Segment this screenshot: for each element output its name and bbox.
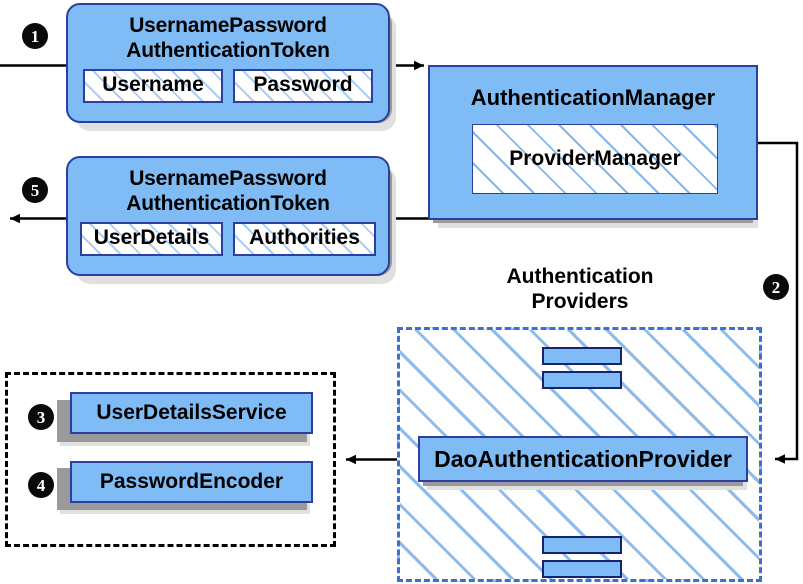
provider-placeholder-bottom-bar-1[interactable] — [542, 536, 622, 554]
userdetailsservice-box[interactable]: UserDetailsService — [70, 392, 313, 434]
dependencies-panel — [5, 372, 336, 547]
passwordencoder-label: PasswordEncoder — [99, 470, 284, 493]
response-token-field-authorities[interactable]: Authorities — [233, 222, 376, 256]
response-token-box[interactable]: UsernamePassword AuthenticationToken Use… — [66, 156, 390, 276]
authentication-providers-label-line2: Providers — [531, 290, 629, 313]
dao-authentication-provider-box[interactable]: DaoAuthenticationProvider — [418, 436, 748, 482]
response-token-fields: UserDetails Authorities — [68, 222, 388, 256]
request-token-title: UsernamePassword AuthenticationToken — [68, 5, 388, 63]
response-token-field-userdetails[interactable]: UserDetails — [80, 222, 223, 256]
request-token-fields: Username Password — [68, 69, 388, 103]
badge-step-4: 4 — [28, 472, 54, 498]
badge-step-1: 1 — [22, 23, 48, 49]
provider-placeholder-top-bar-1[interactable] — [542, 347, 622, 365]
badge-step-2: 2 — [763, 274, 789, 300]
userdetailsservice-label: UserDetailsService — [96, 401, 287, 424]
response-token-title-line2: AuthenticationToken — [126, 192, 330, 215]
response-token-title-line1: UsernamePassword — [129, 167, 327, 190]
request-token-title-line2: AuthenticationToken — [126, 39, 330, 62]
badge-step-5: 5 — [22, 177, 48, 203]
provider-manager-box[interactable]: ProviderManager — [472, 124, 718, 194]
request-token-field-username[interactable]: Username — [83, 69, 223, 103]
provider-manager-label: ProviderManager — [509, 147, 681, 170]
passwordencoder-box[interactable]: PasswordEncoder — [70, 461, 313, 503]
badge-step-3: 3 — [28, 404, 54, 430]
request-token-box[interactable]: UsernamePassword AuthenticationToken Use… — [66, 3, 390, 123]
provider-placeholder-bottom-bar-2[interactable] — [542, 560, 622, 578]
authentication-providers-label: Authentication Providers — [460, 264, 700, 314]
request-token-field-password[interactable]: Password — [233, 69, 373, 103]
wire-auth-manager-to-provider — [757, 141, 799, 464]
authentication-manager-box[interactable]: AuthenticationManager ProviderManager — [428, 65, 758, 220]
response-token-title: UsernamePassword AuthenticationToken — [68, 158, 388, 216]
provider-placeholder-top-bar-2[interactable] — [542, 371, 622, 389]
authentication-manager-title: AuthenticationManager — [470, 85, 716, 110]
request-token-title-line1: UsernamePassword — [129, 14, 327, 37]
authentication-providers-label-line1: Authentication — [506, 265, 654, 288]
dao-authentication-provider-label: DaoAuthenticationProvider — [434, 445, 732, 472]
